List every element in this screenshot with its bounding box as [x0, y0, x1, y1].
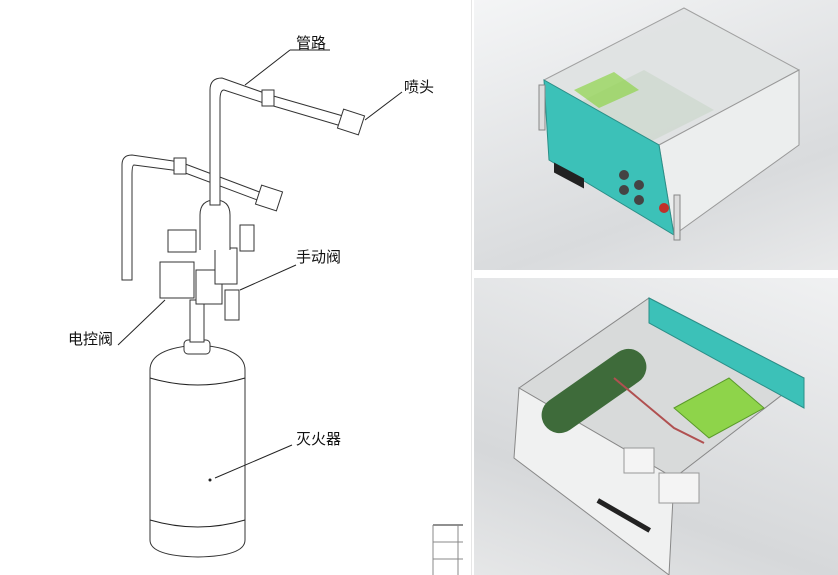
valve-assembly: [159, 199, 255, 343]
pipe-network: [121, 77, 366, 281]
label-extinguisher: 灭火器: [296, 430, 341, 448]
enclosure-render-closed: [474, 0, 838, 270]
label-manual-valve: 手动阀: [296, 248, 341, 266]
label-nozzle: 喷头: [404, 78, 434, 96]
extinguisher-system-drawing: 管路 喷头 手动阀 电控阀 灭火器: [68, 0, 472, 575]
label-pipe: 管路: [296, 34, 326, 52]
label-electric-valve: 电控阀: [68, 330, 113, 348]
enclosure-render-open: [474, 278, 838, 575]
extinguisher-cylinder: [149, 339, 246, 558]
title-block: [432, 524, 463, 575]
